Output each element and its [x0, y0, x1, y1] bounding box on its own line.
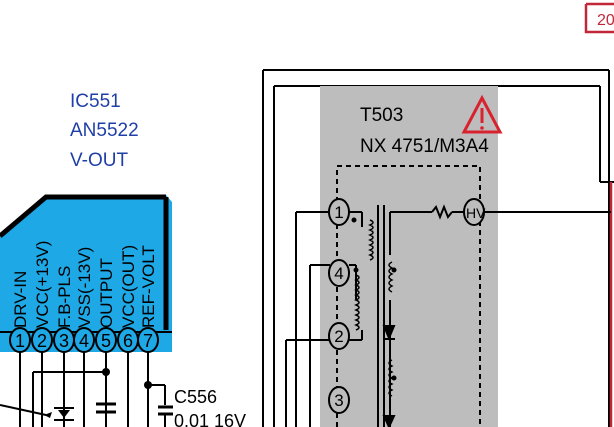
ic-pin-label: VCC(OUT) [119, 245, 138, 328]
ic-pin-label: REF-VOLT [139, 245, 158, 328]
transformer-pin-circle [328, 259, 350, 287]
ic-pin-number: 3 [59, 331, 69, 351]
ic-dots [44, 368, 152, 418]
transformer-pin-number: 4 [334, 264, 343, 283]
transformer-wires [285, 205, 611, 427]
capacitor-value: 0.01 16V [174, 411, 246, 427]
transformer-pin-circle [328, 322, 350, 350]
ic-pin-label: DRV-IN [11, 271, 30, 328]
winding-dots [351, 217, 397, 381]
hv-terminal: HV [463, 198, 486, 226]
ic-pin-wires [0, 352, 166, 427]
ic-pin-label: OUTPUT [97, 258, 116, 328]
ic-pin-label: VSS(-13V) [75, 247, 94, 328]
primary-winding [354, 219, 374, 331]
transformer-enclosure [336, 165, 481, 427]
capacitor-ref: C556 [174, 387, 217, 407]
ic-pin-number: 1 [15, 331, 25, 351]
ic-pin-number: 6 [123, 331, 133, 351]
ic-ref: IC551 [70, 91, 121, 112]
ic-pin-number: 2 [37, 331, 47, 351]
warning-triangle-icon [461, 94, 503, 134]
ic-pin-label: VCC(+13V) [33, 241, 52, 328]
transformer-area [320, 86, 498, 427]
transformer-pin-circle [328, 386, 350, 414]
transformer-pin-circle [328, 198, 350, 226]
ic-function: V-OUT [70, 150, 128, 171]
ic-pin-number: 5 [101, 331, 111, 351]
capacitor-c556: C556 0.01 16V [158, 387, 246, 427]
hv-resistor [431, 204, 453, 220]
ic-label-block: IC551 AN5522 V-OUT [70, 91, 139, 171]
transformer-pin-number: 1 [334, 203, 343, 222]
hv-label: HV [466, 205, 486, 221]
ic-pin-label: F.B-PLS [55, 266, 74, 328]
sheet-reference: 20 [584, 2, 614, 34]
transformer-pin-number: 3 [334, 391, 343, 410]
ic-part: AN5522 [70, 120, 139, 141]
sheet-reference-number: 20 [597, 12, 614, 29]
ic-pin-number: 4 [79, 331, 89, 351]
hv-diodes [382, 325, 396, 427]
transformer-pin-number: 2 [334, 327, 343, 346]
transformer-pins: 1 4 2 3 [328, 198, 350, 414]
transformer-part: NX 4751/M3A4 [360, 136, 489, 157]
transformer-ref: T503 [360, 105, 403, 126]
ic-pin-number: 7 [143, 331, 153, 351]
